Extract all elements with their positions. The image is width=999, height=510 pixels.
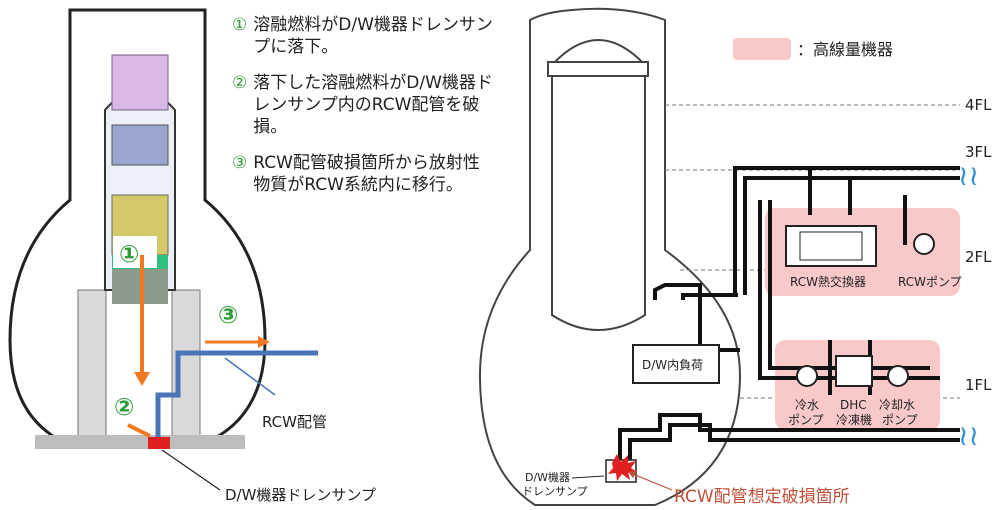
chilled-pump-label-1: 冷水 <box>795 398 819 412</box>
floor-label-2: 2FL <box>965 248 992 266</box>
step-2-number: ② <box>232 73 248 93</box>
dhc-label-1: DHC <box>840 398 867 412</box>
marker-2: ② <box>114 393 134 421</box>
step-2-text: 落下した溶融燃料がD/W機器ドレンサンプ内のRCW配管を破損。 <box>253 73 493 137</box>
rcw-hx-label: RCW熱交換器 <box>790 274 866 289</box>
rcw-pump-icon <box>913 233 935 255</box>
break-point-icon <box>608 454 637 481</box>
sump-leader <box>161 449 221 491</box>
rcw-pipe-leader <box>224 357 276 396</box>
marker-1-bg <box>113 236 157 268</box>
right-sump-label-2: ドレンサンプ <box>522 485 588 498</box>
chilled-pump-label-2: ポンプ <box>788 413 824 427</box>
dhc-label-2: 冷凍機 <box>836 412 872 427</box>
pedestal-wall-left <box>77 289 107 441</box>
marker-3: ③ <box>218 301 238 329</box>
cooling-pump-label-2: ポンプ <box>882 413 918 427</box>
dw-load-label: D/W内負荷 <box>642 358 703 372</box>
right-sump-leader <box>571 475 605 479</box>
melt-drop-arrowhead <box>134 372 150 386</box>
step-1: ① 溶融燃料がD/W機器ドレンサンプに落下。 <box>232 14 494 58</box>
drain-sump <box>148 437 170 449</box>
step-list: ① 溶融燃料がD/W機器ドレンサンプに落下。 ② 落下した溶融燃料がD/W機器ド… <box>232 14 494 210</box>
step-1-text: 溶融燃料がD/W機器ドレンサンプに落下。 <box>253 15 493 57</box>
rcw-pipe-label: RCW配管 <box>262 413 327 431</box>
rcw-piping <box>618 166 960 470</box>
cooling-pump-label-1: 冷却水 <box>879 398 915 412</box>
dhc-unit <box>835 355 873 387</box>
floor-label-1: 1FL <box>965 376 992 394</box>
sump-label: D/W機器ドレンサンプ <box>225 486 376 504</box>
rcw-hx <box>785 225 877 267</box>
legend-label: ：高線量機器 <box>797 40 893 59</box>
dw-load-box <box>632 344 720 384</box>
right-rpv-flange <box>547 61 649 77</box>
rcw-pump-label: RCWポンプ <box>898 275 962 289</box>
break-leader <box>627 471 673 491</box>
marker-1: ① <box>119 240 139 268</box>
break-label: RCW配管想定破損箇所 <box>674 487 850 507</box>
chilled-pump-icon <box>796 365 818 387</box>
floor-label-4: 4FL <box>965 96 992 114</box>
floor-label-3: 3FL <box>965 143 992 161</box>
step-3: ③ RCW配管破損箇所から放射性物質がRCW系統内に移行。 <box>232 152 494 196</box>
right-sump-label-1: D/W機器 <box>525 470 570 484</box>
break-leader-arrowhead <box>628 471 637 478</box>
step-3-number: ③ <box>232 153 248 173</box>
boundary-mark-upper: ≀≀ <box>958 159 979 192</box>
cooling-pump-icon <box>887 365 909 387</box>
rcw-pipe <box>155 350 318 438</box>
step-1-number: ① <box>232 15 248 35</box>
right-rpv <box>551 39 646 331</box>
step-2: ② 落下した溶融燃料がD/W機器ドレンサンプ内のRCW配管を破損。 <box>232 72 494 138</box>
upper-internals <box>111 54 169 111</box>
rcw-hx-inner <box>799 231 863 261</box>
core-upper <box>111 124 169 166</box>
marker-2-bg <box>108 388 148 424</box>
pedestal-floor <box>35 435 245 449</box>
step-3-text: RCW配管破損箇所から放射性物質がRCW系統内に移行。 <box>253 153 480 195</box>
sump-arrow <box>127 423 151 438</box>
legend-swatch <box>733 38 791 60</box>
release-arrowhead <box>258 336 270 348</box>
boundary-mark-lower: ≀≀ <box>958 419 979 452</box>
